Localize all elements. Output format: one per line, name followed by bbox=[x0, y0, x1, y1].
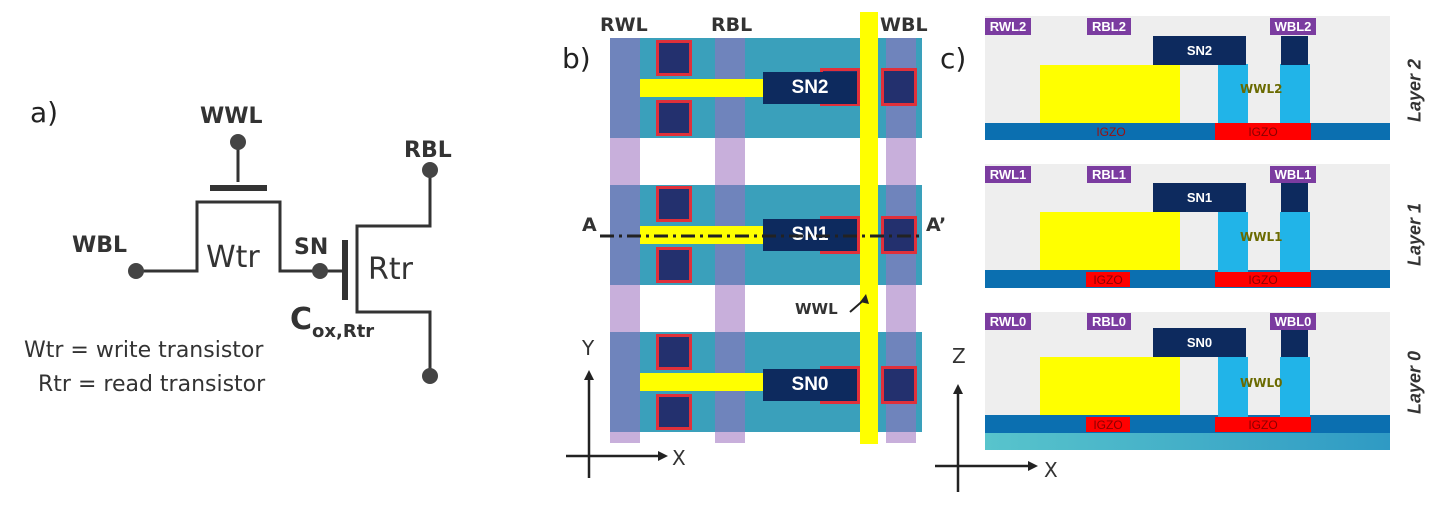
circuit-schematic bbox=[128, 134, 438, 384]
axis-z-label: Z bbox=[952, 344, 966, 368]
panel-b-label: b) bbox=[562, 42, 591, 75]
y-axis-head bbox=[584, 370, 594, 380]
pad-wbl-2 bbox=[881, 68, 917, 106]
axis-x-label-c: X bbox=[1044, 458, 1058, 482]
layer-1-igzo-right: IGZO bbox=[1215, 272, 1311, 287]
layer-1-wbl-tag: WBL1 bbox=[1270, 166, 1316, 183]
pad-r2-top bbox=[656, 40, 692, 76]
x-axis-head bbox=[658, 451, 668, 461]
layer-2-spacer-right bbox=[1280, 64, 1310, 123]
layer-0-rwl-gate bbox=[1040, 357, 1180, 415]
panel-c-label: c) bbox=[940, 42, 967, 75]
layer-2-rbl-tag: RBL2 bbox=[1087, 18, 1131, 35]
rwl-track bbox=[610, 38, 640, 443]
wtr-label: Wtr bbox=[206, 240, 260, 275]
axis-x-label-b: X bbox=[672, 446, 686, 470]
wwl-node bbox=[230, 134, 246, 150]
layer-0-substrate bbox=[985, 432, 1390, 450]
layer-1-rwl-gate bbox=[1040, 212, 1180, 270]
layer-0-igzo-right: IGZO bbox=[1215, 417, 1311, 432]
layer-1-rwl-tag: RWL1 bbox=[985, 166, 1031, 183]
panel-a-label: a) bbox=[30, 96, 59, 129]
cut-a-prime-label: A’ bbox=[926, 214, 947, 236]
cut-a-label: A bbox=[582, 214, 597, 236]
layer-2-wbl-post bbox=[1281, 36, 1308, 65]
layer-0-rbl-tag: RBL0 bbox=[1087, 313, 1131, 330]
layer-2-rwl-tag: RWL2 bbox=[985, 18, 1031, 35]
wbl-label: WBL bbox=[72, 233, 128, 258]
cox-label: Cox,Rtr bbox=[290, 302, 374, 342]
layer-0-wbl-tag: WBL0 bbox=[1270, 313, 1316, 330]
cox-sub: ox,Rtr bbox=[312, 321, 375, 342]
sn-node bbox=[312, 263, 328, 279]
sn2-box: SN2 bbox=[763, 72, 857, 104]
wwl-arrow-label: WWL bbox=[795, 300, 838, 318]
rtr-source-node bbox=[422, 368, 438, 384]
wwl-label: WWL bbox=[200, 104, 263, 129]
pad-r1-bottom bbox=[656, 247, 692, 283]
layer-0-sn: SN0 bbox=[1153, 328, 1246, 357]
pad-wbl-0 bbox=[881, 366, 917, 404]
layer-1-igzo-left: IGZO bbox=[1086, 272, 1130, 287]
rbl-top-label: RBL bbox=[711, 14, 753, 36]
legend-rtr: Rtr = read transistor bbox=[38, 372, 266, 397]
layer-2-sn: SN2 bbox=[1153, 36, 1246, 65]
wbl-node bbox=[128, 263, 144, 279]
layer-1-wbl-post bbox=[1281, 183, 1308, 212]
gate-row-2 bbox=[640, 79, 765, 97]
axis-y-label: Y bbox=[582, 336, 595, 360]
wwl-arrow-head bbox=[860, 294, 869, 304]
legend-wtr: Wtr = write transistor bbox=[24, 338, 264, 363]
pad-r2-bottom bbox=[656, 100, 692, 136]
pad-r0-top bbox=[656, 334, 692, 370]
layer-1-rbl-tag: RBL1 bbox=[1087, 166, 1131, 183]
layer-1-spacer-left bbox=[1218, 212, 1248, 272]
x-axis-c-head bbox=[1028, 461, 1038, 471]
rbl-node bbox=[422, 162, 438, 178]
layer-1-spacer-right bbox=[1280, 212, 1310, 272]
gate-row-0 bbox=[640, 373, 765, 391]
layer-0-wbl-post bbox=[1281, 328, 1308, 357]
sn-label: SN bbox=[294, 235, 329, 260]
rwl-label: RWL bbox=[600, 14, 648, 36]
rbl-label: RBL bbox=[404, 138, 452, 163]
layer-0-wwl: WWL0 bbox=[1240, 376, 1283, 390]
layer-0-spacer-right bbox=[1280, 357, 1310, 417]
rtr-label: Rtr bbox=[368, 252, 413, 287]
layer-1-sn: SN1 bbox=[1153, 183, 1246, 212]
layer-0-igzo-left: IGZO bbox=[1086, 417, 1130, 432]
cox-main: C bbox=[290, 302, 313, 337]
layer-2-wwl: WWL2 bbox=[1240, 82, 1283, 96]
pad-r0-bottom bbox=[656, 394, 692, 430]
layer-0-spacer-left bbox=[1218, 357, 1248, 417]
layer-1-wwl: WWL1 bbox=[1240, 230, 1283, 244]
layer-2-rwl-gate bbox=[1040, 65, 1180, 123]
layer-2-igzo-right: IGZO bbox=[1215, 123, 1311, 140]
pad-r1-top bbox=[656, 186, 692, 222]
layer-0-rwl-tag: RWL0 bbox=[985, 313, 1031, 330]
z-axis-head bbox=[953, 384, 963, 394]
sn0-box: SN0 bbox=[763, 369, 857, 401]
wbl-top-label: WBL bbox=[880, 14, 928, 36]
wwl-line bbox=[860, 12, 878, 444]
layer-2-spacer-left bbox=[1218, 64, 1248, 123]
layer-2-wbl-tag: WBL2 bbox=[1270, 18, 1316, 35]
wtr-body bbox=[136, 200, 320, 273]
layer-2-igzo-left: IGZO bbox=[1096, 124, 1126, 139]
